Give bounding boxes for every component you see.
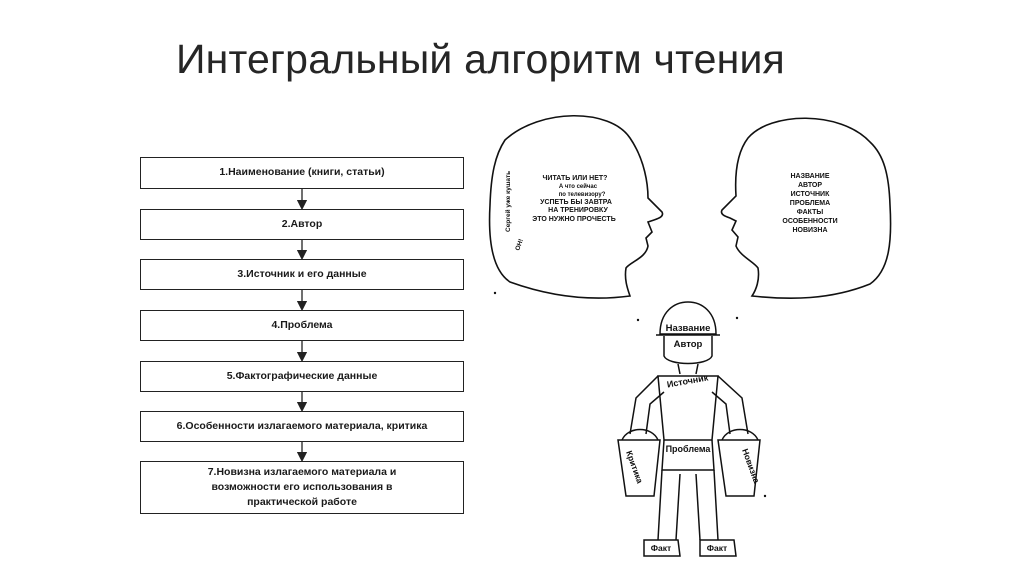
right-head-line-7: НОВИЗНА [792,227,827,234]
right-head-illustration: НАЗВАНИЕ АВТОР ИСТОЧНИК ПРОБЛЕМА ФАКТЫ О… [720,117,892,300]
left-head-illustration: Сергей уже кушать ОН! ЧИТАТЬ ИЛИ НЕТ? А … [488,115,664,299]
stray-dot [735,316,739,320]
figure-chest-label: Источник [666,372,709,389]
figure-left-foot-label: Факт [651,543,671,553]
left-head-line-4: УСПЕТЬ БЫ ЗАВТРА [540,199,612,206]
step-4-box: 4.Проблема [140,310,464,341]
left-head-line-1: ЧИТАТЬ ИЛИ НЕТ? [543,175,608,182]
figure-right-foot-label: Факт [707,543,727,553]
figure-helmet-label: Название [666,323,711,334]
left-head-side-text2: ОН! [514,238,525,252]
right-head-line-4: ПРОБЛЕМА [790,200,830,207]
figure-illustration [617,301,761,557]
right-head-line-6: ОСОБЕННОСТИ [782,218,837,225]
left-head-line-5: НА ТРЕНИРОВКУ [548,207,608,214]
step-2-box: 2.Автор [140,209,464,240]
left-head-line-3: по телевизору? [559,192,606,198]
left-head-side-text: Сергей уже кушать [504,171,512,232]
right-head-line-3: ИСТОЧНИК [791,191,830,198]
step-1-box: 1.Наименование (книги, статьи) [140,157,464,189]
step-6-box: 6.Особенности излагаемого материала, кри… [140,411,464,442]
figure-face-label: Автор [674,339,703,350]
figure-waist-label: Проблема [666,444,712,454]
right-head-line-5: ФАКТЫ [797,209,824,216]
left-head-line-2: А что сейчас [559,183,598,190]
left-head-line-6: ЭТО НУЖНО ПРОЧЕСТЬ [532,216,615,223]
stray-dot [493,291,497,295]
stray-dot [763,494,767,498]
right-head-line-2: АВТОР [798,182,822,189]
figure-left-bucket-label: Критика [624,449,645,485]
right-head-line-1: НАЗВАНИЕ [790,173,829,180]
page-title: Интегральный алгоритм чтения [176,36,785,82]
step-7-box: 7.Новизна излагаемого материала и возмож… [140,461,464,514]
stray-dot [636,318,640,322]
